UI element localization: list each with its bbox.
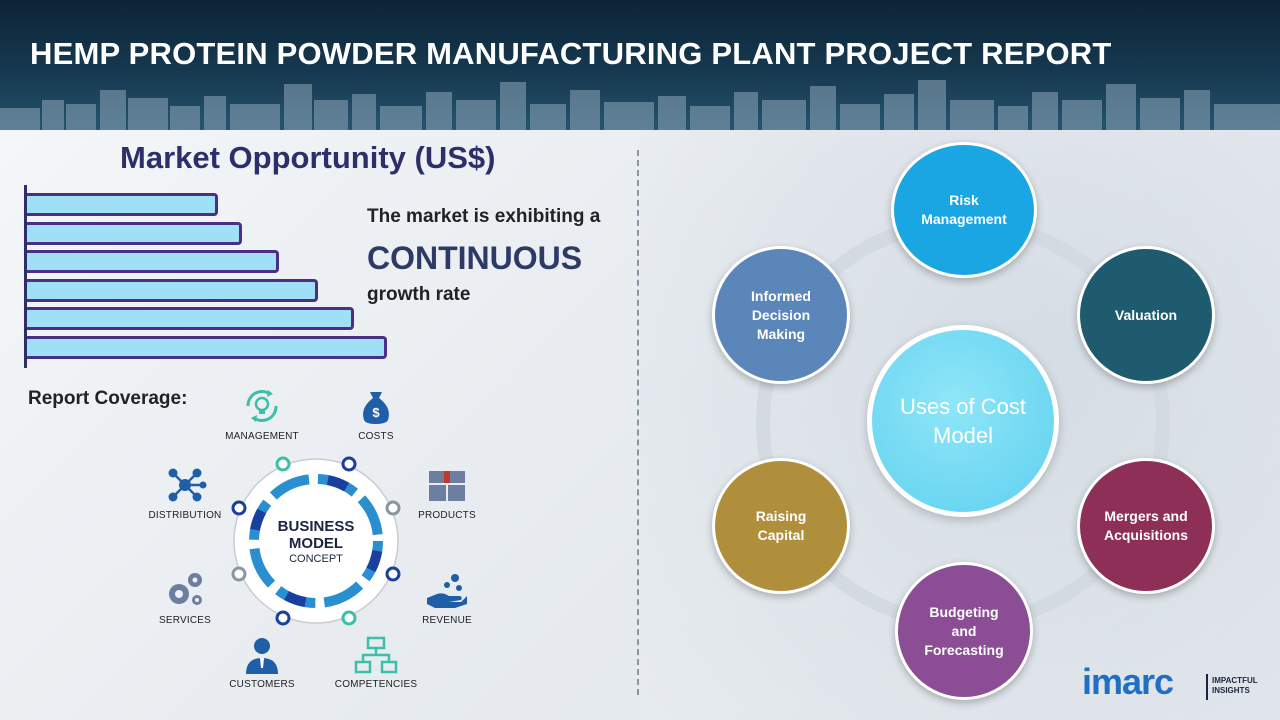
business-model-label: BUSINESS MODEL CONCEPT [230, 518, 402, 566]
business-model-ring [231, 456, 401, 626]
coverage-label: SERVICES [159, 615, 211, 626]
node-label: Mergers and Acquisitions [1103, 508, 1188, 543]
person-icon [246, 638, 278, 674]
hand-coins-icon [427, 574, 467, 608]
coverage-label: DISTRIBUTION [148, 510, 222, 521]
svg-text:$: $ [372, 405, 380, 420]
node-budgeting-forecasting: Budgeting and Forecasting [895, 562, 1033, 700]
coverage-label: COSTS [358, 431, 394, 442]
chart-axis [24, 185, 27, 368]
coverage-item-competencies: COMPETENCIES [316, 636, 436, 690]
market-bar [27, 307, 354, 330]
money-bag-icon: $ [363, 392, 389, 424]
node-risk-management: Risk Management [891, 142, 1037, 278]
growth-text-highlight: CONTINUOUS [367, 240, 583, 276]
panel-divider [637, 150, 639, 695]
growth-text-line1: The market is exhibiting a [367, 206, 601, 227]
node-label: Budgeting and Forecasting [924, 603, 1004, 658]
coverage-label: PRODUCTS [418, 510, 476, 521]
bm-line2: MODEL [288, 535, 344, 552]
market-bar [27, 335, 387, 359]
market-bar [27, 221, 242, 245]
node-mergers-acquisitions: Mergers and Acquisitions [1077, 458, 1215, 594]
hierarchy-icon [354, 636, 398, 674]
node-label: Valuation [1114, 306, 1178, 323]
network-icon [168, 468, 207, 502]
bm-line1: BUSINESS [277, 518, 355, 535]
report-coverage-title: Report Coverage: [28, 388, 188, 409]
node-informed-decision-making: Informed Decision Making [712, 246, 850, 384]
market-bar [27, 250, 279, 273]
coverage-item-costs: $ COSTS [316, 384, 436, 442]
coverage-item-services: SERVICES [125, 568, 245, 626]
coverage-item-customers: CUSTOMERS [202, 636, 322, 690]
bm-line3: CONCEPT [289, 553, 343, 565]
header-banner: HEMP PROTEIN POWDER MANUFACTURING PLANT … [0, 0, 1280, 130]
coverage-label: REVENUE [422, 615, 472, 626]
coverage-item-distribution: DISTRIBUTION [125, 463, 245, 521]
node-raising-capital: Raising Capital [712, 458, 850, 594]
coverage-item-products: PRODUCTS [387, 463, 507, 521]
market-bar [27, 278, 318, 302]
gears-icon [169, 573, 202, 605]
coverage-label: MANAGEMENT [225, 431, 299, 442]
report-title: HEMP PROTEIN POWDER MANUFACTURING PLANT … [30, 36, 1112, 71]
city-skyline-graphic [0, 80, 1280, 130]
logo-separator [1206, 674, 1208, 700]
coverage-label: CUSTOMERS [229, 679, 295, 690]
logo-tag-line1: IMPACTFUL [1212, 676, 1258, 685]
growth-text-line3: growth rate [367, 284, 471, 305]
node-valuation: Valuation [1077, 246, 1215, 384]
logo-tag-line2: INSIGHTS [1212, 686, 1250, 695]
center-label: Uses of Cost Model [900, 394, 1026, 448]
logo-brand: imarc [1082, 661, 1174, 702]
market-bar [27, 193, 218, 216]
node-label: Raising Capital [755, 508, 807, 543]
boxes-icon [429, 471, 465, 501]
market-opportunity-title: Market Opportunity (US$) [120, 140, 496, 175]
coverage-label: COMPETENCIES [334, 679, 418, 690]
node-label: Risk Management [921, 192, 1007, 227]
coverage-item-management: MANAGEMENT [202, 384, 322, 442]
logo-tagline: IMPACTFUL INSIGHTS [1212, 676, 1272, 696]
uses-of-cost-model-center: Uses of Cost Model [867, 325, 1059, 517]
lightbulb-cycle-icon [246, 390, 278, 422]
node-label: Informed Decision Making [751, 287, 811, 342]
coverage-item-revenue: REVENUE [387, 568, 507, 626]
